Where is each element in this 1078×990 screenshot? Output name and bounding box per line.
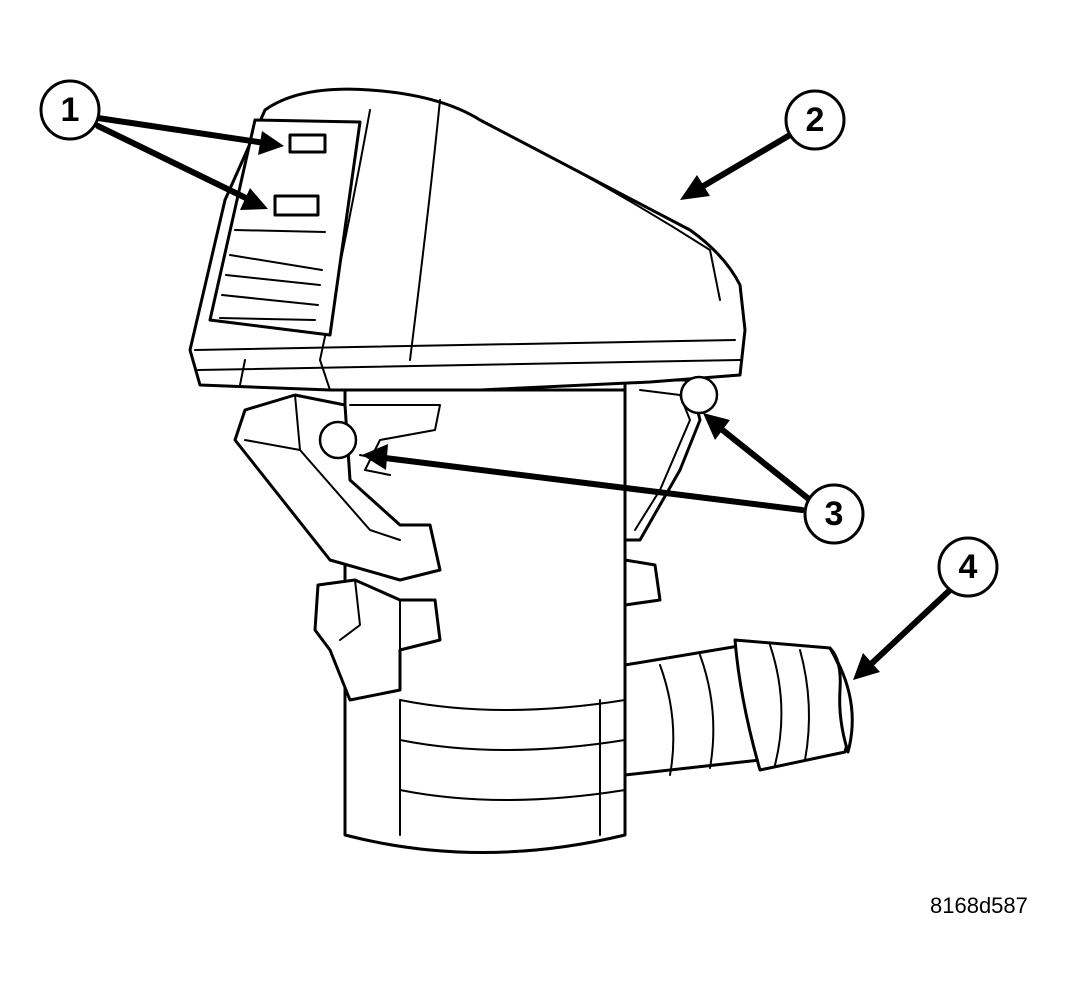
callout-4-arrow xyxy=(853,587,953,680)
left-lower-tab xyxy=(313,578,442,702)
callout-4-label: 4 xyxy=(959,548,978,586)
callout-1-label: 1 xyxy=(61,91,80,129)
pivot-dot-right xyxy=(679,375,719,415)
callout-1-arrows xyxy=(95,115,284,210)
pivot-dot-left xyxy=(318,420,358,460)
callout-1: 1 xyxy=(39,79,101,141)
callout-4: 4 xyxy=(937,536,999,598)
hose-fitting xyxy=(623,638,854,777)
callout-2: 2 xyxy=(784,89,846,151)
callout-3: 3 xyxy=(803,483,865,545)
left-retaining-arm xyxy=(233,393,442,582)
callout-2-label: 2 xyxy=(806,101,825,139)
callout-3-arrows xyxy=(362,413,813,513)
spray-outlets xyxy=(208,118,362,337)
callout-3-label: 3 xyxy=(825,495,844,533)
figure-id: 8168d587 xyxy=(930,893,1028,918)
callout-2-arrow xyxy=(680,132,793,200)
nozzle-body-cylinder xyxy=(343,388,627,854)
